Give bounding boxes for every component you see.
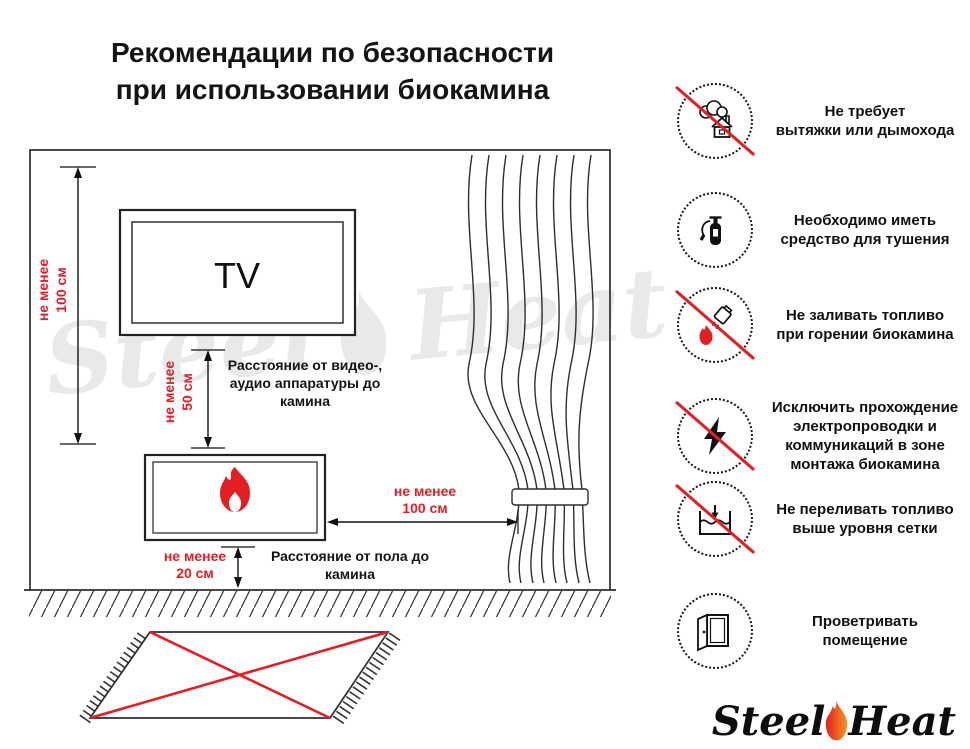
rule-no-overfill: Не переливать топливо выше уровня сетки: [655, 481, 967, 557]
dotted-circle: [677, 481, 753, 557]
floor-hatch: [29, 591, 611, 617]
tv-screen: [131, 221, 344, 324]
svg-text:Расстояние от пола до: Расстояние от пола до: [271, 548, 429, 564]
wall-outline: [29, 149, 611, 590]
svg-text:100 см: 100 см: [53, 267, 69, 312]
svg-text:Расстояние от видео-,: Расстояние от видео-,: [228, 357, 382, 373]
page-title-line1: Рекомендации по безопасности: [110, 37, 555, 68]
dimension-curtain-gap: не менее 100 см: [327, 483, 519, 534]
rule-icon-wrap: [674, 481, 756, 557]
dotted-circle: [677, 287, 753, 363]
steelheat-logo: Steel Heat: [712, 697, 956, 745]
dotted-circle: [677, 593, 753, 669]
rug-cross-line-2: [89, 630, 389, 720]
rule-icon-wrap: [677, 192, 753, 268]
dotted-circle: [677, 83, 753, 159]
rule-label: Исключить прохождение электропроводки и …: [771, 398, 959, 474]
rule-ventilate: Проветривать помещение: [655, 593, 967, 669]
rule-extinguisher: Необходимо иметь средство для тушения: [655, 192, 967, 268]
no-refuel-while-burning-icon: [699, 304, 733, 345]
page-title: Рекомендации по безопасности при использ…: [60, 34, 605, 108]
rule-label: Не требует вытяжки или дымохода: [775, 102, 955, 139]
logo-word1: Steel: [711, 698, 826, 745]
rule-icon-wrap: [674, 398, 756, 474]
svg-text:камина: камина: [280, 393, 330, 409]
rule-label: Необходимо иметь средство для тушения: [780, 211, 950, 248]
tv-label: TV: [214, 255, 260, 296]
curtain: [467, 154, 594, 584]
rule-label: Не переливать топливо выше уровня сетки: [776, 500, 954, 537]
svg-text:100 см: 100 см: [402, 500, 447, 516]
room-diagram: TV не менее 100 см: [24, 149, 616, 726]
dimension-wall-height: не менее 100 см: [35, 166, 96, 445]
svg-text:аудио аппаратуры до: аудио аппаратуры до: [230, 375, 381, 391]
svg-text:не менее: не менее: [161, 361, 177, 424]
logo-word2: Heat: [848, 698, 956, 745]
rule-no-wiring: Исключить прохождение электропроводки и …: [655, 398, 967, 474]
svg-text:не менее: не менее: [35, 259, 51, 322]
rule-label: Проветривать помещение: [812, 612, 918, 649]
note-av-distance: Расстояние от видео-, аудио аппаратуры д…: [228, 357, 382, 409]
rule-no-chimney: Не требует вытяжки или дымохода: [655, 83, 967, 159]
rule-icon-wrap: [677, 593, 753, 669]
extinguisher-icon: [699, 216, 722, 245]
svg-text:50 см: 50 см: [179, 373, 195, 411]
rule-icon-wrap: [674, 83, 756, 159]
svg-text:камина: камина: [325, 566, 375, 582]
page-title-line2: при использовании биокамина: [115, 74, 550, 106]
logo-flame-icon: [826, 699, 848, 741]
dimension-floor-gap: не менее 20 см Расстояние от пола до кам…: [164, 546, 429, 588]
svg-text:не менее: не менее: [394, 483, 457, 499]
rule-icon-wrap: [674, 287, 756, 363]
fireplace-flame-icon: [220, 467, 250, 512]
svg-text:не менее: не менее: [164, 548, 227, 564]
no-overfill-icon: [699, 505, 731, 535]
svg-text:20 см: 20 см: [176, 565, 214, 581]
rule-no-refuel-while-burning: Не заливать топливо при горении биокамин…: [655, 287, 967, 363]
rug: [77, 630, 401, 726]
curtain-tie: [511, 488, 589, 506]
dotted-circle: [677, 192, 753, 268]
rule-label: Не заливать топливо при горении биокамин…: [776, 306, 954, 343]
dimension-tv-gap: не менее 50 см: [161, 349, 225, 449]
ventilate-icon: [697, 613, 729, 652]
dotted-circle: [677, 398, 753, 474]
fireplace-flame-inner: [229, 492, 241, 512]
